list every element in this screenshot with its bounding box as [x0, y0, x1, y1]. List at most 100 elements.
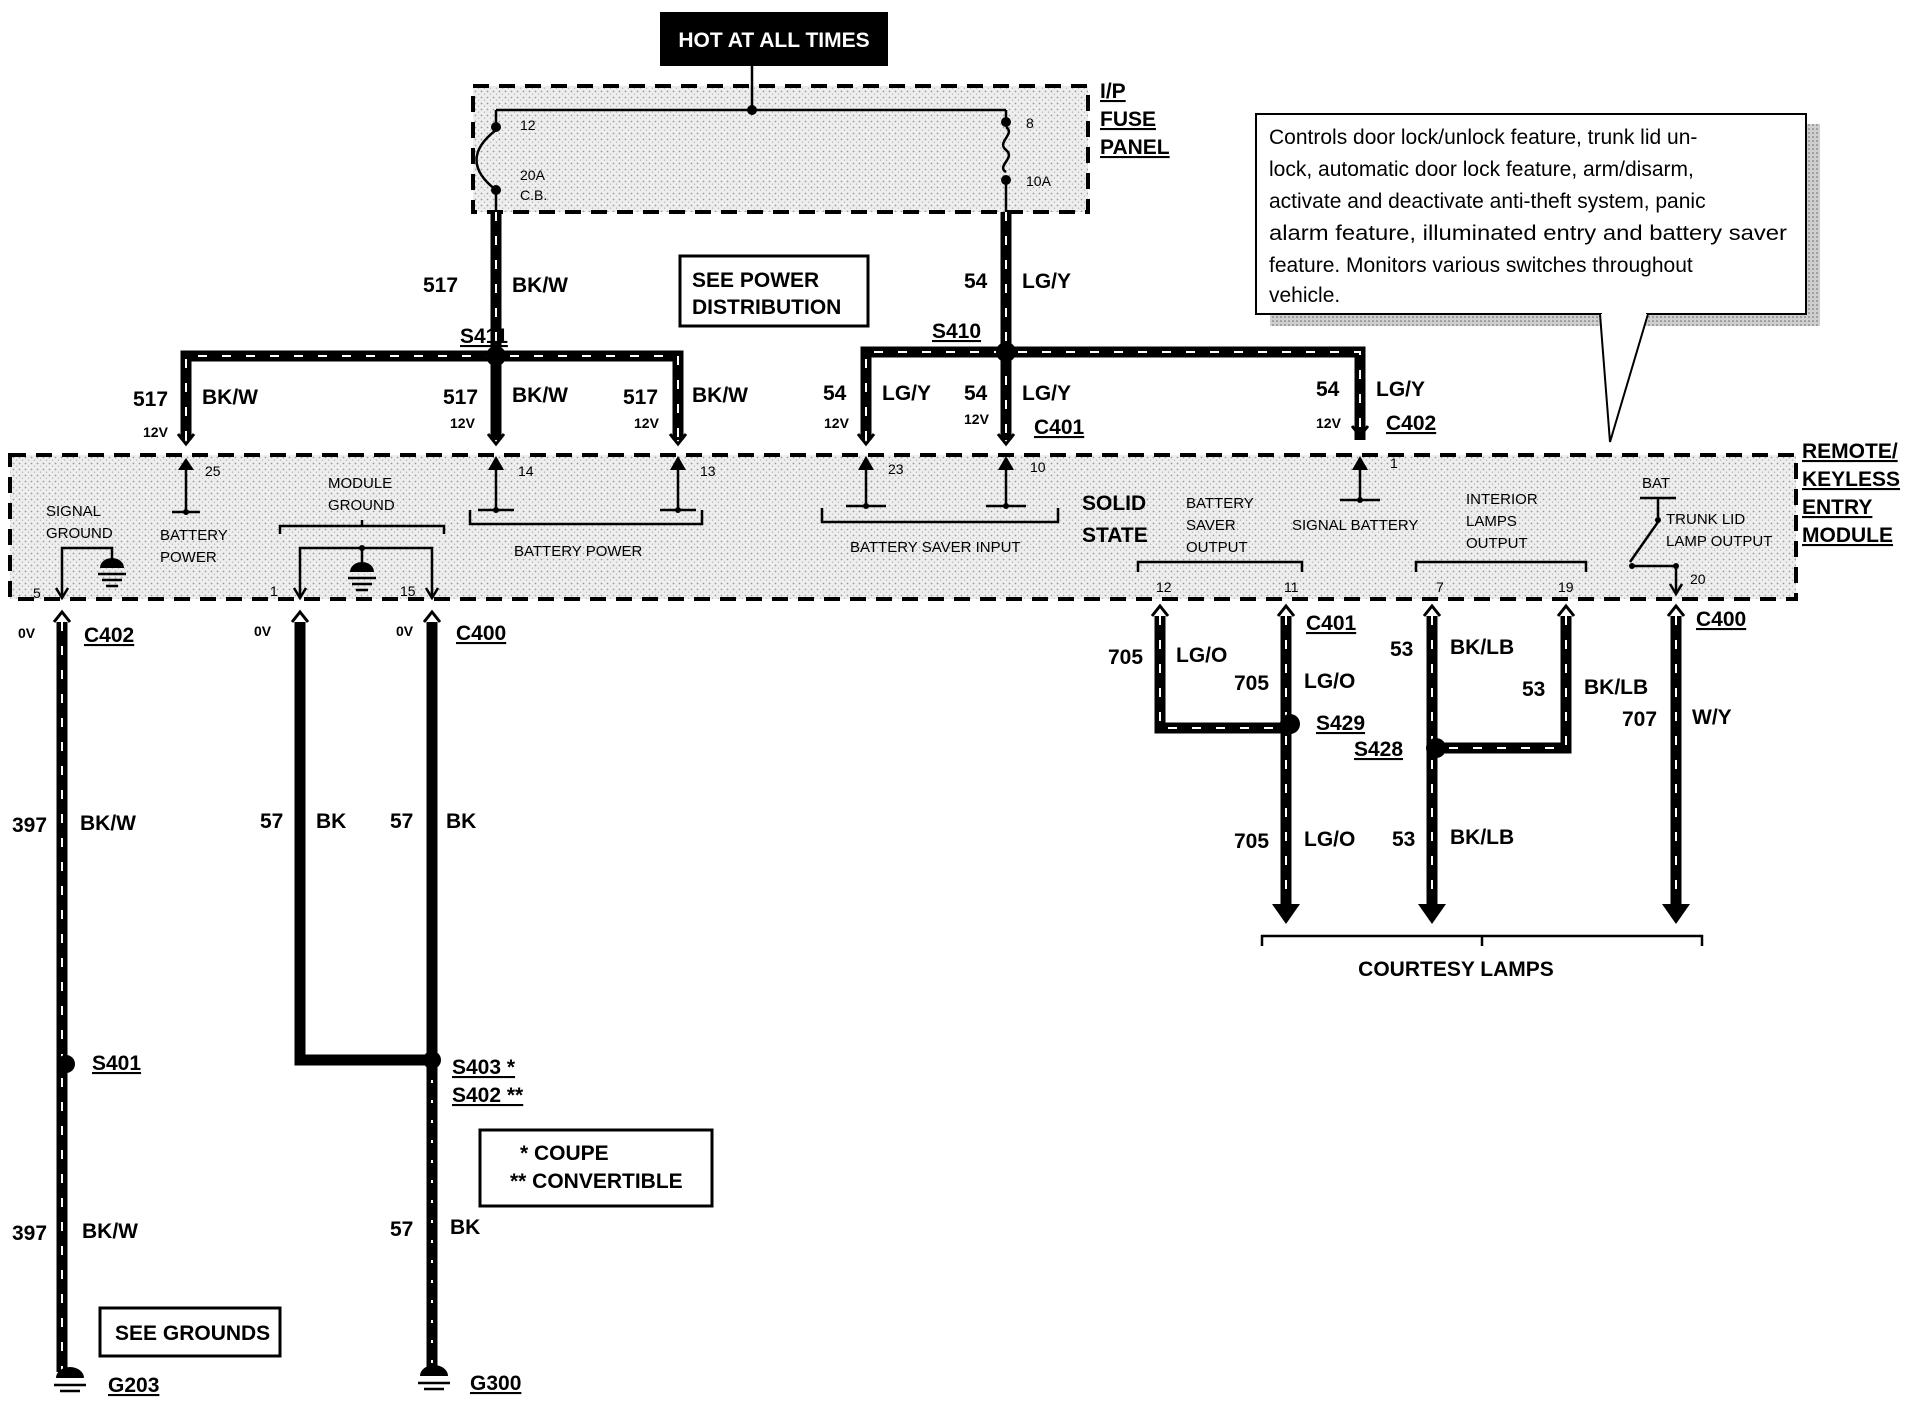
callout-line-5: feature. Monitors various switches throu… — [1269, 254, 1693, 277]
color-bklb-c: BK/LB — [1450, 826, 1514, 849]
color-bkw-c: BK/W — [692, 384, 748, 407]
module-internals: SIGNAL GROUND 5 25 BATTERY POWER MODULE … — [33, 455, 1772, 601]
fuse-panel-label-3: PANEL — [1100, 136, 1170, 159]
see-grounds-note: SEE GROUNDS — [98, 1306, 282, 1358]
color-bkw-397-b: BK/W — [82, 1220, 138, 1243]
module-label-4: MODULE — [1802, 524, 1893, 547]
battery-saver-output-label-1: BATTERY — [1186, 495, 1254, 512]
pin-11: 11 — [1284, 579, 1299, 595]
circuit-53-b: 53 — [1522, 678, 1545, 701]
voltage-12v-a: 12V — [143, 424, 169, 440]
splice-s411: S411 — [460, 325, 508, 348]
circuit-53-c: 53 — [1392, 828, 1415, 851]
fuse-icon — [1001, 125, 1011, 174]
circuit-397-b: 397 — [12, 1222, 47, 1245]
voltage-12v-e: 12V — [964, 411, 990, 427]
fuse-panel: 12 20A C.B. 8 10A I/P FUSE PANEL — [471, 66, 1170, 214]
fuse-rating-20a: 20A — [520, 167, 546, 183]
circuit-397-a: 397 — [12, 814, 47, 837]
header-title: HOT AT ALL TIMES — [678, 29, 869, 52]
module-label-1: REMOTE/ — [1802, 440, 1898, 463]
splice-s401: S401 — [92, 1052, 141, 1075]
ground-g203: G203 — [108, 1374, 159, 1397]
color-bklb-a: BK/LB — [1450, 636, 1514, 659]
splice-s429: S429 — [1316, 712, 1365, 735]
battery-saver-output-label-2: SAVER — [1186, 517, 1236, 534]
color-bkw-top: BK/W — [512, 274, 568, 297]
pin-14: 14 — [518, 463, 534, 479]
circuit-517-a: 517 — [133, 388, 168, 411]
ground-g203-icon — [54, 1367, 86, 1393]
splice-s428: S428 — [1354, 738, 1403, 761]
connector-c401-top: C401 — [1034, 416, 1085, 439]
circuit-breaker-icon — [475, 129, 497, 191]
pin-20: 20 — [1690, 571, 1706, 587]
voltage-12v-f: 12V — [1316, 415, 1342, 431]
trunk-lid-label-1: TRUNK LID — [1666, 511, 1745, 528]
trunk-lid-label-2: LAMP OUTPUT — [1666, 533, 1772, 550]
connector-c400-right: C400 — [1696, 608, 1746, 631]
connector-c402-bottom: C402 — [84, 624, 134, 647]
fuse-panel-label-1: I/P — [1100, 80, 1126, 103]
signal-ground-label-2: GROUND — [46, 525, 113, 542]
circuit-517-c: 517 — [623, 386, 658, 409]
color-bkw-397-a: BK/W — [80, 812, 136, 835]
see-grounds-label: SEE GROUNDS — [115, 1322, 270, 1345]
circuit-57-b: 57 — [390, 810, 413, 833]
courtesy-lamp-wires — [1150, 603, 1704, 946]
signal-ground-label-1: SIGNAL — [46, 503, 101, 520]
color-wy: W/Y — [1692, 706, 1732, 729]
circuit-54-a: 54 — [823, 382, 847, 405]
remote-keyless-entry-module: REMOTE/ KEYLESS ENTRY MODULE — [8, 440, 1900, 601]
pin-12: 12 — [1156, 579, 1172, 595]
color-lgy-c: LG/Y — [1376, 378, 1425, 401]
fuse-panel-label-2: FUSE — [1100, 108, 1156, 131]
module-ground-label-2: GROUND — [328, 497, 395, 514]
legend-box: * COUPE ** CONVERTIBLE — [478, 1128, 714, 1208]
splice-s403: S403 * — [452, 1056, 516, 1079]
callout-line-1: Controls door lock/unlock feature, trunk… — [1269, 126, 1697, 149]
callout-line-4: alarm feature, illuminated entry and bat… — [1269, 222, 1787, 245]
circuit-705-a: 705 — [1108, 646, 1143, 669]
circuit-54-c: 54 — [1316, 378, 1340, 401]
circuit-54-b: 54 — [964, 382, 988, 405]
circuit-705-b: 705 — [1234, 672, 1269, 695]
pin-25: 25 — [205, 463, 221, 479]
voltage-0v-c: 0V — [396, 623, 414, 639]
color-bk-c: BK — [450, 1216, 480, 1239]
see-power-distribution-note: SEE POWER DISTRIBUTION — [678, 254, 870, 328]
top-wires — [176, 212, 1370, 447]
circuit-705-c: 705 — [1234, 830, 1269, 853]
pin-15: 15 — [400, 583, 416, 599]
callout-line-2: lock, automatic door lock feature, arm/d… — [1269, 158, 1694, 181]
color-bkw-a: BK/W — [202, 386, 258, 409]
module-ground-label-1: MODULE — [328, 475, 392, 492]
legend-coupe: * COUPE — [520, 1142, 609, 1165]
color-bk-a: BK — [316, 810, 346, 833]
fuse-pin-8: 8 — [1026, 115, 1034, 131]
voltage-0v-a: 0V — [18, 625, 36, 641]
solid-state-label-2: STATE — [1082, 524, 1148, 547]
ground-g300: G300 — [470, 1372, 521, 1395]
hot-at-all-times-header: HOT AT ALL TIMES — [660, 12, 888, 66]
pin-1-signal: 1 — [1390, 455, 1398, 471]
circuit-54-top: 54 — [964, 270, 988, 293]
color-bk-b: BK — [446, 810, 476, 833]
interior-lamps-label-2: LAMPS — [1466, 513, 1517, 530]
courtesy-lamps-label: COURTESY LAMPS — [1358, 958, 1554, 981]
fuse-rating-10a: 10A — [1026, 173, 1052, 189]
color-lgy-a: LG/Y — [882, 382, 931, 405]
voltage-12v-b: 12V — [450, 415, 476, 431]
circuit-517-b: 517 — [443, 386, 478, 409]
battery-saver-input-label: BATTERY SAVER INPUT — [850, 539, 1021, 556]
color-bkw-b: BK/W — [512, 384, 568, 407]
color-lgo-b: LG/O — [1304, 670, 1355, 693]
color-lgo-a: LG/O — [1176, 644, 1227, 667]
fuse-type-cb: C.B. — [520, 187, 547, 203]
legend-convertible: ** CONVERTIBLE — [510, 1170, 683, 1193]
connector-c400-bottom: C400 — [456, 622, 506, 645]
fuse-pin-12: 12 — [520, 117, 536, 133]
pin-5: 5 — [33, 585, 41, 601]
